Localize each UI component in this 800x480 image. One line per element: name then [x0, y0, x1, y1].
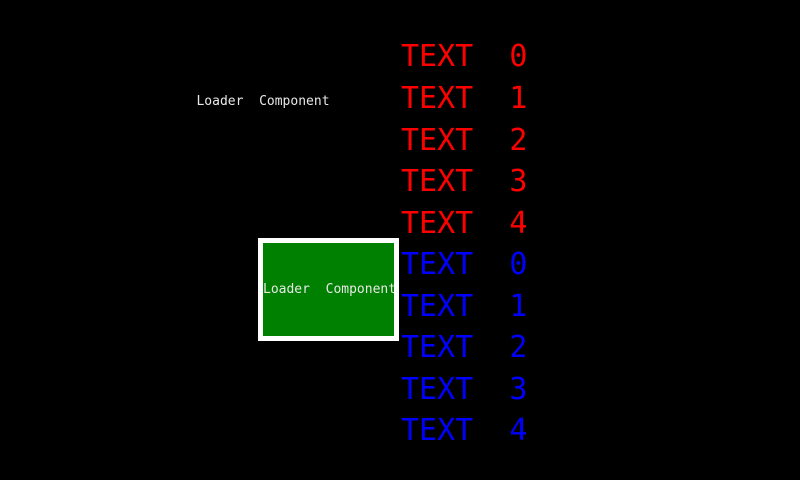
text-list-item[interactable]: TEXT 3 [401, 164, 528, 199]
text-list-item[interactable]: TEXT 0 [401, 39, 528, 74]
loader-component-box-inner: Loader Component [263, 243, 394, 336]
text-list-item[interactable]: TEXT 2 [401, 330, 528, 365]
text-list-item[interactable]: TEXT 4 [401, 413, 528, 448]
text-list-item[interactable]: TEXT 3 [401, 372, 528, 407]
loader-component-label-plain: Loader Component [196, 94, 330, 109]
loader-component-label-boxed: Loader Component [263, 282, 394, 297]
text-list-item[interactable]: TEXT 1 [401, 81, 528, 116]
text-list-item[interactable]: TEXT 2 [401, 123, 528, 158]
text-list-item[interactable]: TEXT 4 [401, 206, 528, 241]
loader-component-box[interactable]: Loader Component [258, 238, 399, 341]
text-list-item[interactable]: TEXT 1 [401, 289, 528, 324]
text-list-item[interactable]: TEXT 0 [401, 247, 528, 282]
